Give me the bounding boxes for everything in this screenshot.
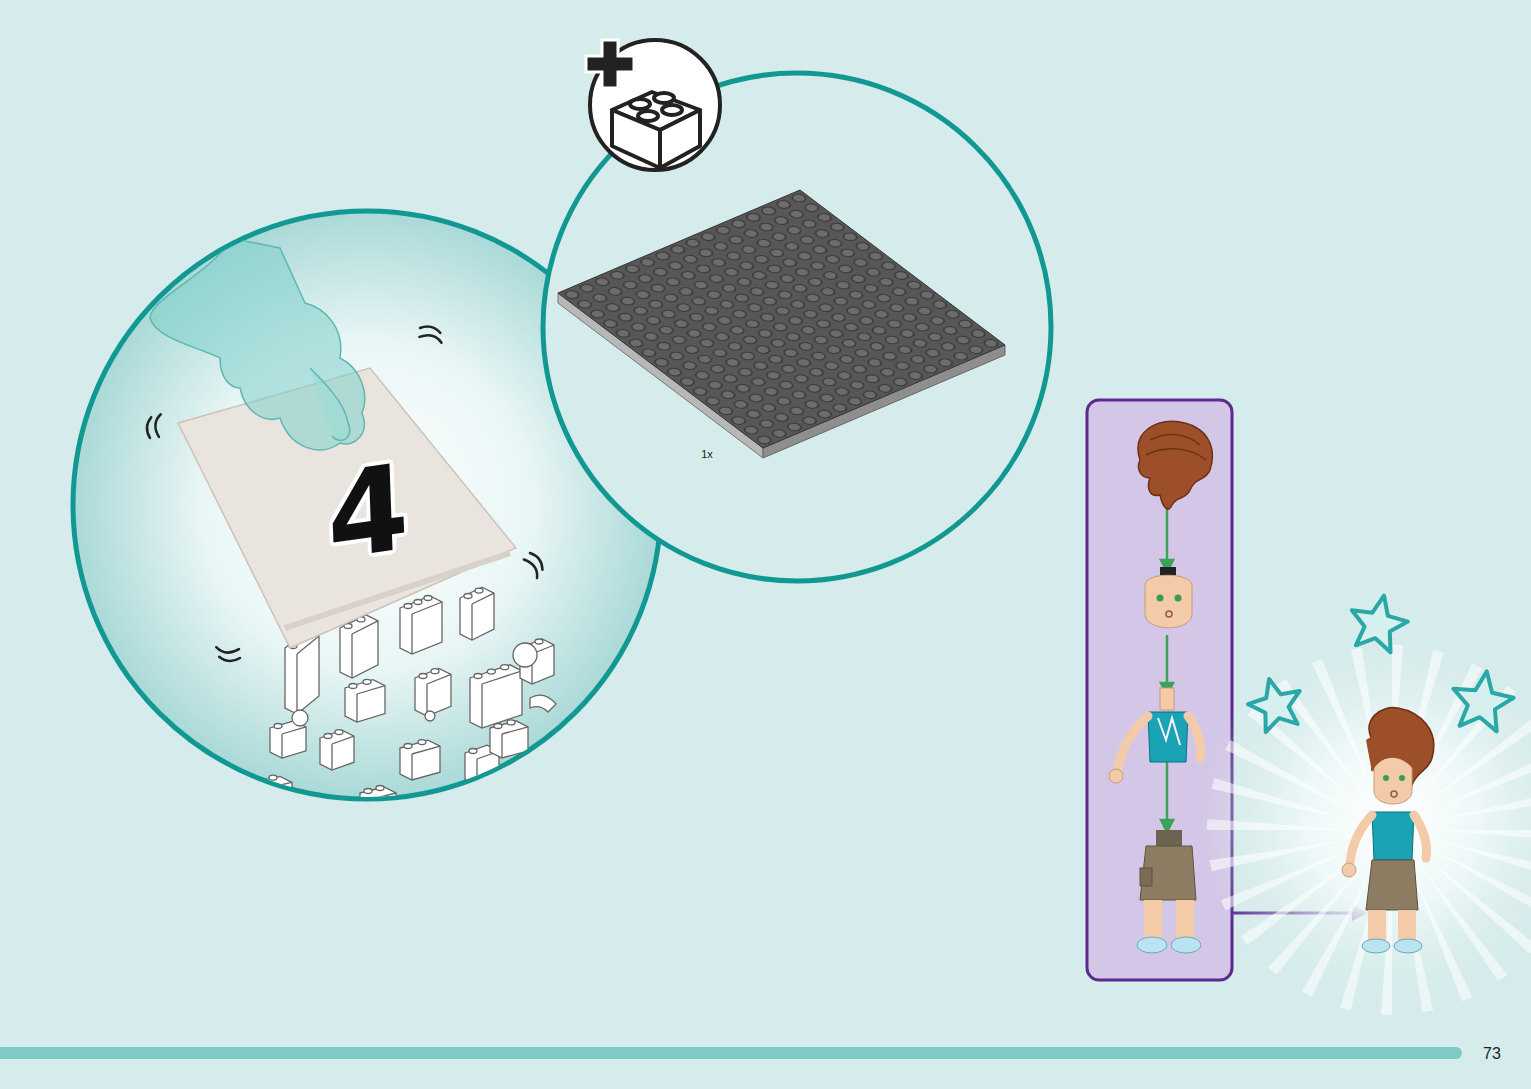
build-panel: [1087, 400, 1232, 980]
page-number: 73: [1483, 1046, 1501, 1062]
light-ray: [1428, 847, 1531, 920]
light-ray: [1432, 830, 1531, 841]
light-ray: [1209, 839, 1353, 871]
star: [1352, 596, 1408, 653]
star: [1248, 679, 1300, 732]
green-arrows: [1161, 505, 1173, 832]
light-ray: [1241, 855, 1361, 945]
light-ray: [1302, 866, 1375, 997]
bag-number: 4: [326, 447, 411, 577]
part-quantity: 1x: [701, 449, 713, 460]
finished-figure: [1342, 708, 1434, 953]
figure-glow: [1202, 630, 1531, 1010]
torso-piece: [1109, 688, 1201, 783]
light-ray: [1225, 740, 1356, 813]
legs-piece: [1137, 830, 1201, 953]
footer-bar: [0, 1047, 1456, 1059]
star: [1453, 671, 1513, 731]
callout-outline: [540, 70, 1054, 584]
parts-callout-circle: 1x: [540, 70, 1054, 584]
head-piece: [1145, 567, 1192, 628]
light-rays: [1207, 645, 1531, 1015]
hair-piece: [1138, 421, 1212, 509]
light-ray: [1431, 789, 1531, 821]
light-ray: [1207, 819, 1352, 830]
light-ray: [1417, 861, 1507, 981]
